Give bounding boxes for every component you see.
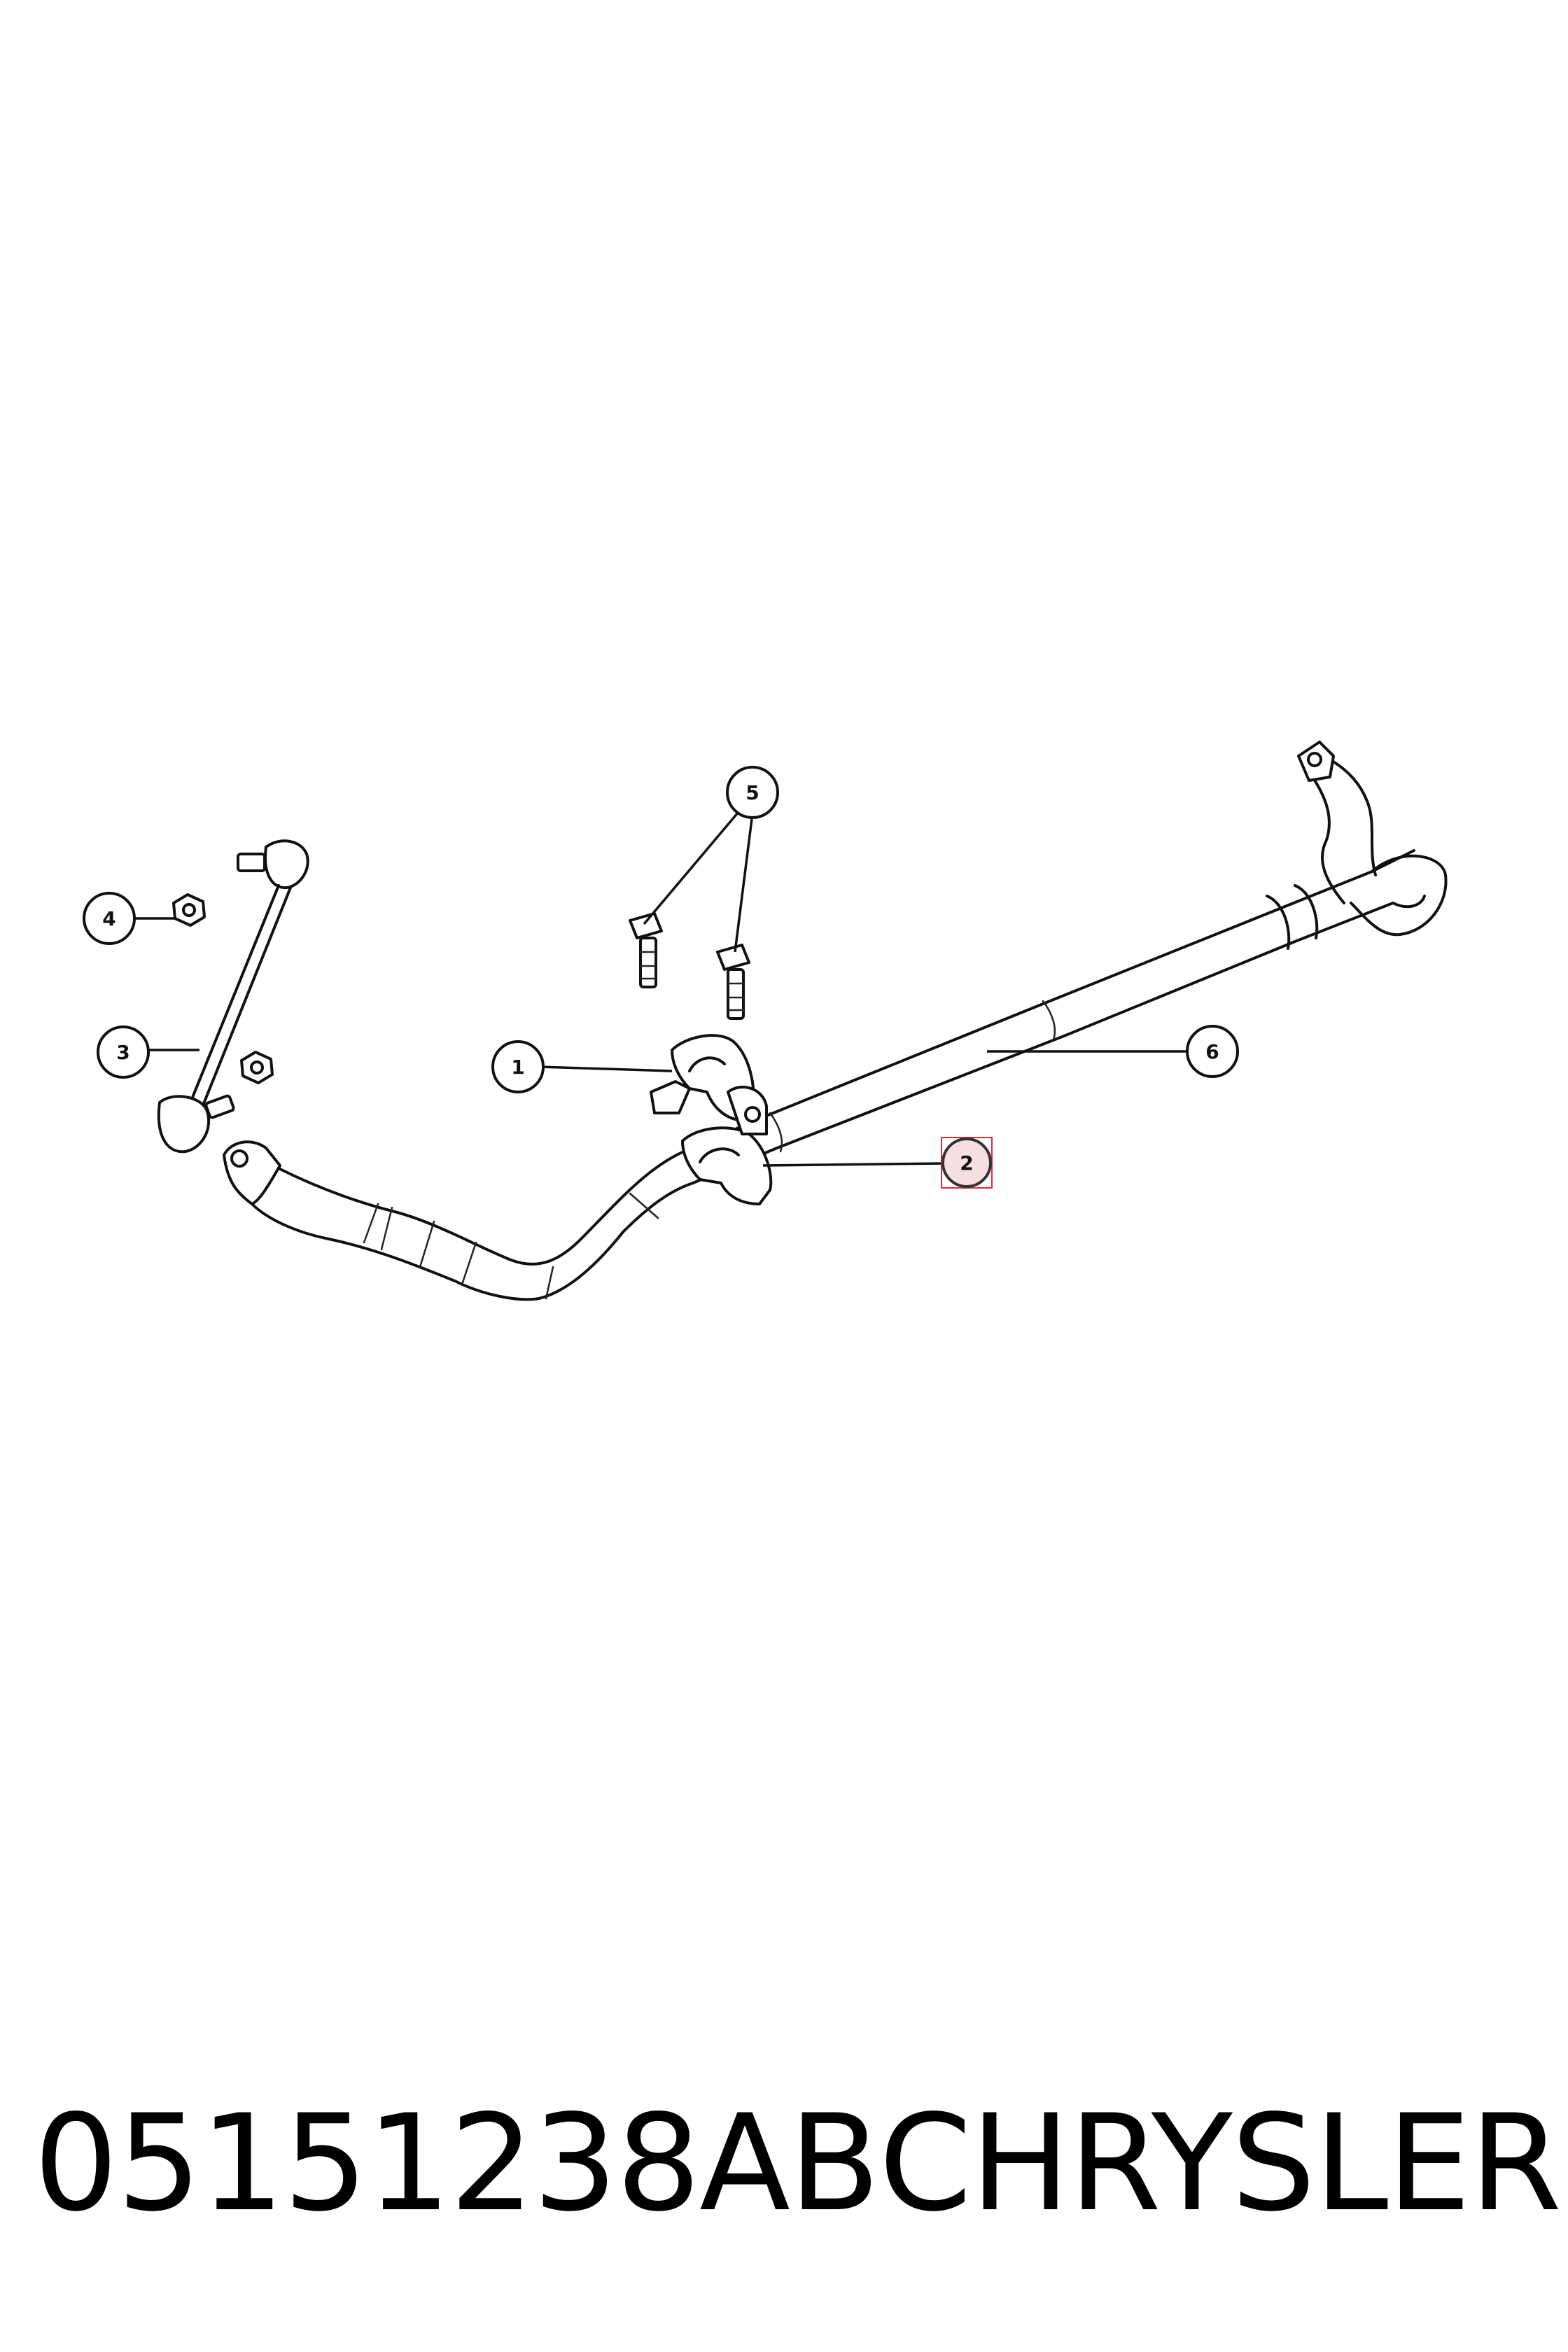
stabilizer-link	[157, 839, 309, 1154]
leader-lines	[133, 811, 1190, 1167]
callout-1-label: 1	[511, 1056, 524, 1079]
callout-2: 2	[941, 1137, 993, 1189]
part-number: 05151238AB	[34, 2085, 880, 2241]
bushing-lower	[681, 1085, 773, 1205]
callout-3-label: 3	[116, 1041, 130, 1064]
callout-5-label: 5	[746, 781, 759, 804]
callout-6: 6	[1186, 1025, 1239, 1078]
callout-5: 5	[726, 766, 779, 819]
part-caption: 05151238AB CHRYSLER	[0, 2072, 1568, 2254]
callout-4-label: 4	[102, 907, 115, 930]
callout-1: 1	[491, 1040, 545, 1093]
callout-6-label: 6	[1205, 1040, 1219, 1063]
nut-lower	[240, 1051, 274, 1084]
brand-name: CHRYSLER	[878, 2085, 1562, 2241]
callout-3: 3	[97, 1026, 150, 1079]
callout-2-label: 2	[960, 1152, 973, 1175]
bolt-left	[629, 912, 663, 988]
callout-4: 4	[83, 892, 136, 945]
bolt-right	[716, 944, 750, 1020]
nut-upper	[172, 893, 206, 927]
stabilizer-bar	[223, 741, 1448, 1301]
